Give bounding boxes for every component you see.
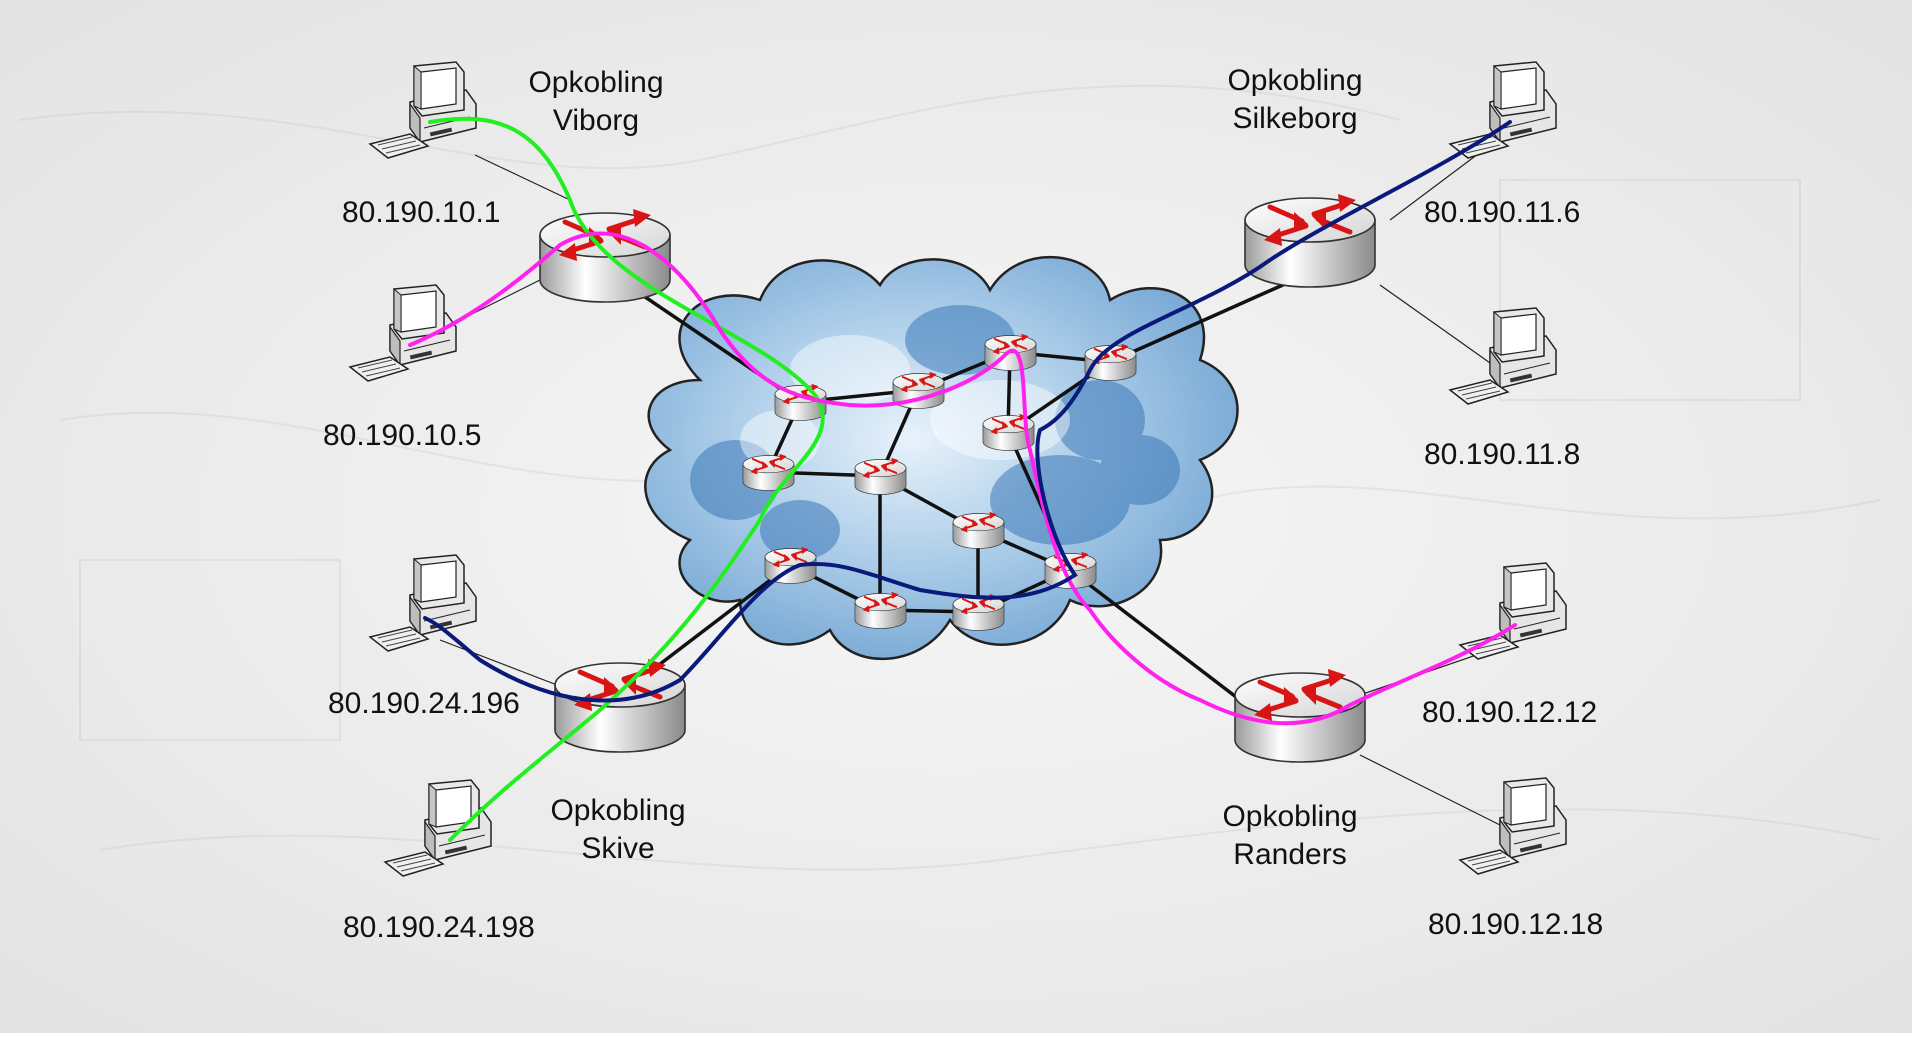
router-icon	[1245, 194, 1375, 287]
host-ip-label: 80.190.10.5	[323, 419, 481, 452]
core-router-icon	[951, 510, 1006, 550]
core-router-icon	[741, 452, 796, 492]
site-label-randers-line1: Opkobling	[1222, 800, 1357, 833]
site-label-silkeborg-line2: Silkeborg	[1232, 102, 1357, 135]
host-ip-label: 80.190.10.1	[342, 196, 500, 229]
host-ip-label: 80.190.24.196	[328, 687, 520, 720]
site-label-silkeborg-line1: Opkobling	[1227, 64, 1362, 97]
host-ip-label: 80.190.12.12	[1422, 696, 1597, 729]
core-router-icon	[853, 590, 908, 630]
router-icon	[1235, 669, 1365, 762]
site-label-viborg-line2: Viborg	[553, 104, 639, 137]
core-router-icon	[853, 456, 908, 496]
path-magenta	[408, 231, 1517, 726]
site-label-viborg-line1: Opkobling	[528, 66, 663, 99]
router-icon	[555, 659, 685, 752]
host-ip-label: 80.190.12.18	[1428, 908, 1603, 941]
host-ip-label: 80.190.11.6	[1424, 196, 1580, 229]
path-green	[428, 116, 825, 842]
path-navy	[423, 120, 1512, 703]
background-texture	[19, 84, 1881, 871]
site-label-skive-line1: Opkobling	[550, 794, 685, 827]
host-ip-label: 80.190.24.198	[343, 911, 535, 944]
site-label-skive-line2: Skive	[581, 832, 654, 865]
host-ip-label: 80.190.11.8	[1424, 438, 1580, 471]
traffic-paths	[408, 116, 1517, 842]
site-label-randers-line2: Randers	[1233, 838, 1346, 871]
